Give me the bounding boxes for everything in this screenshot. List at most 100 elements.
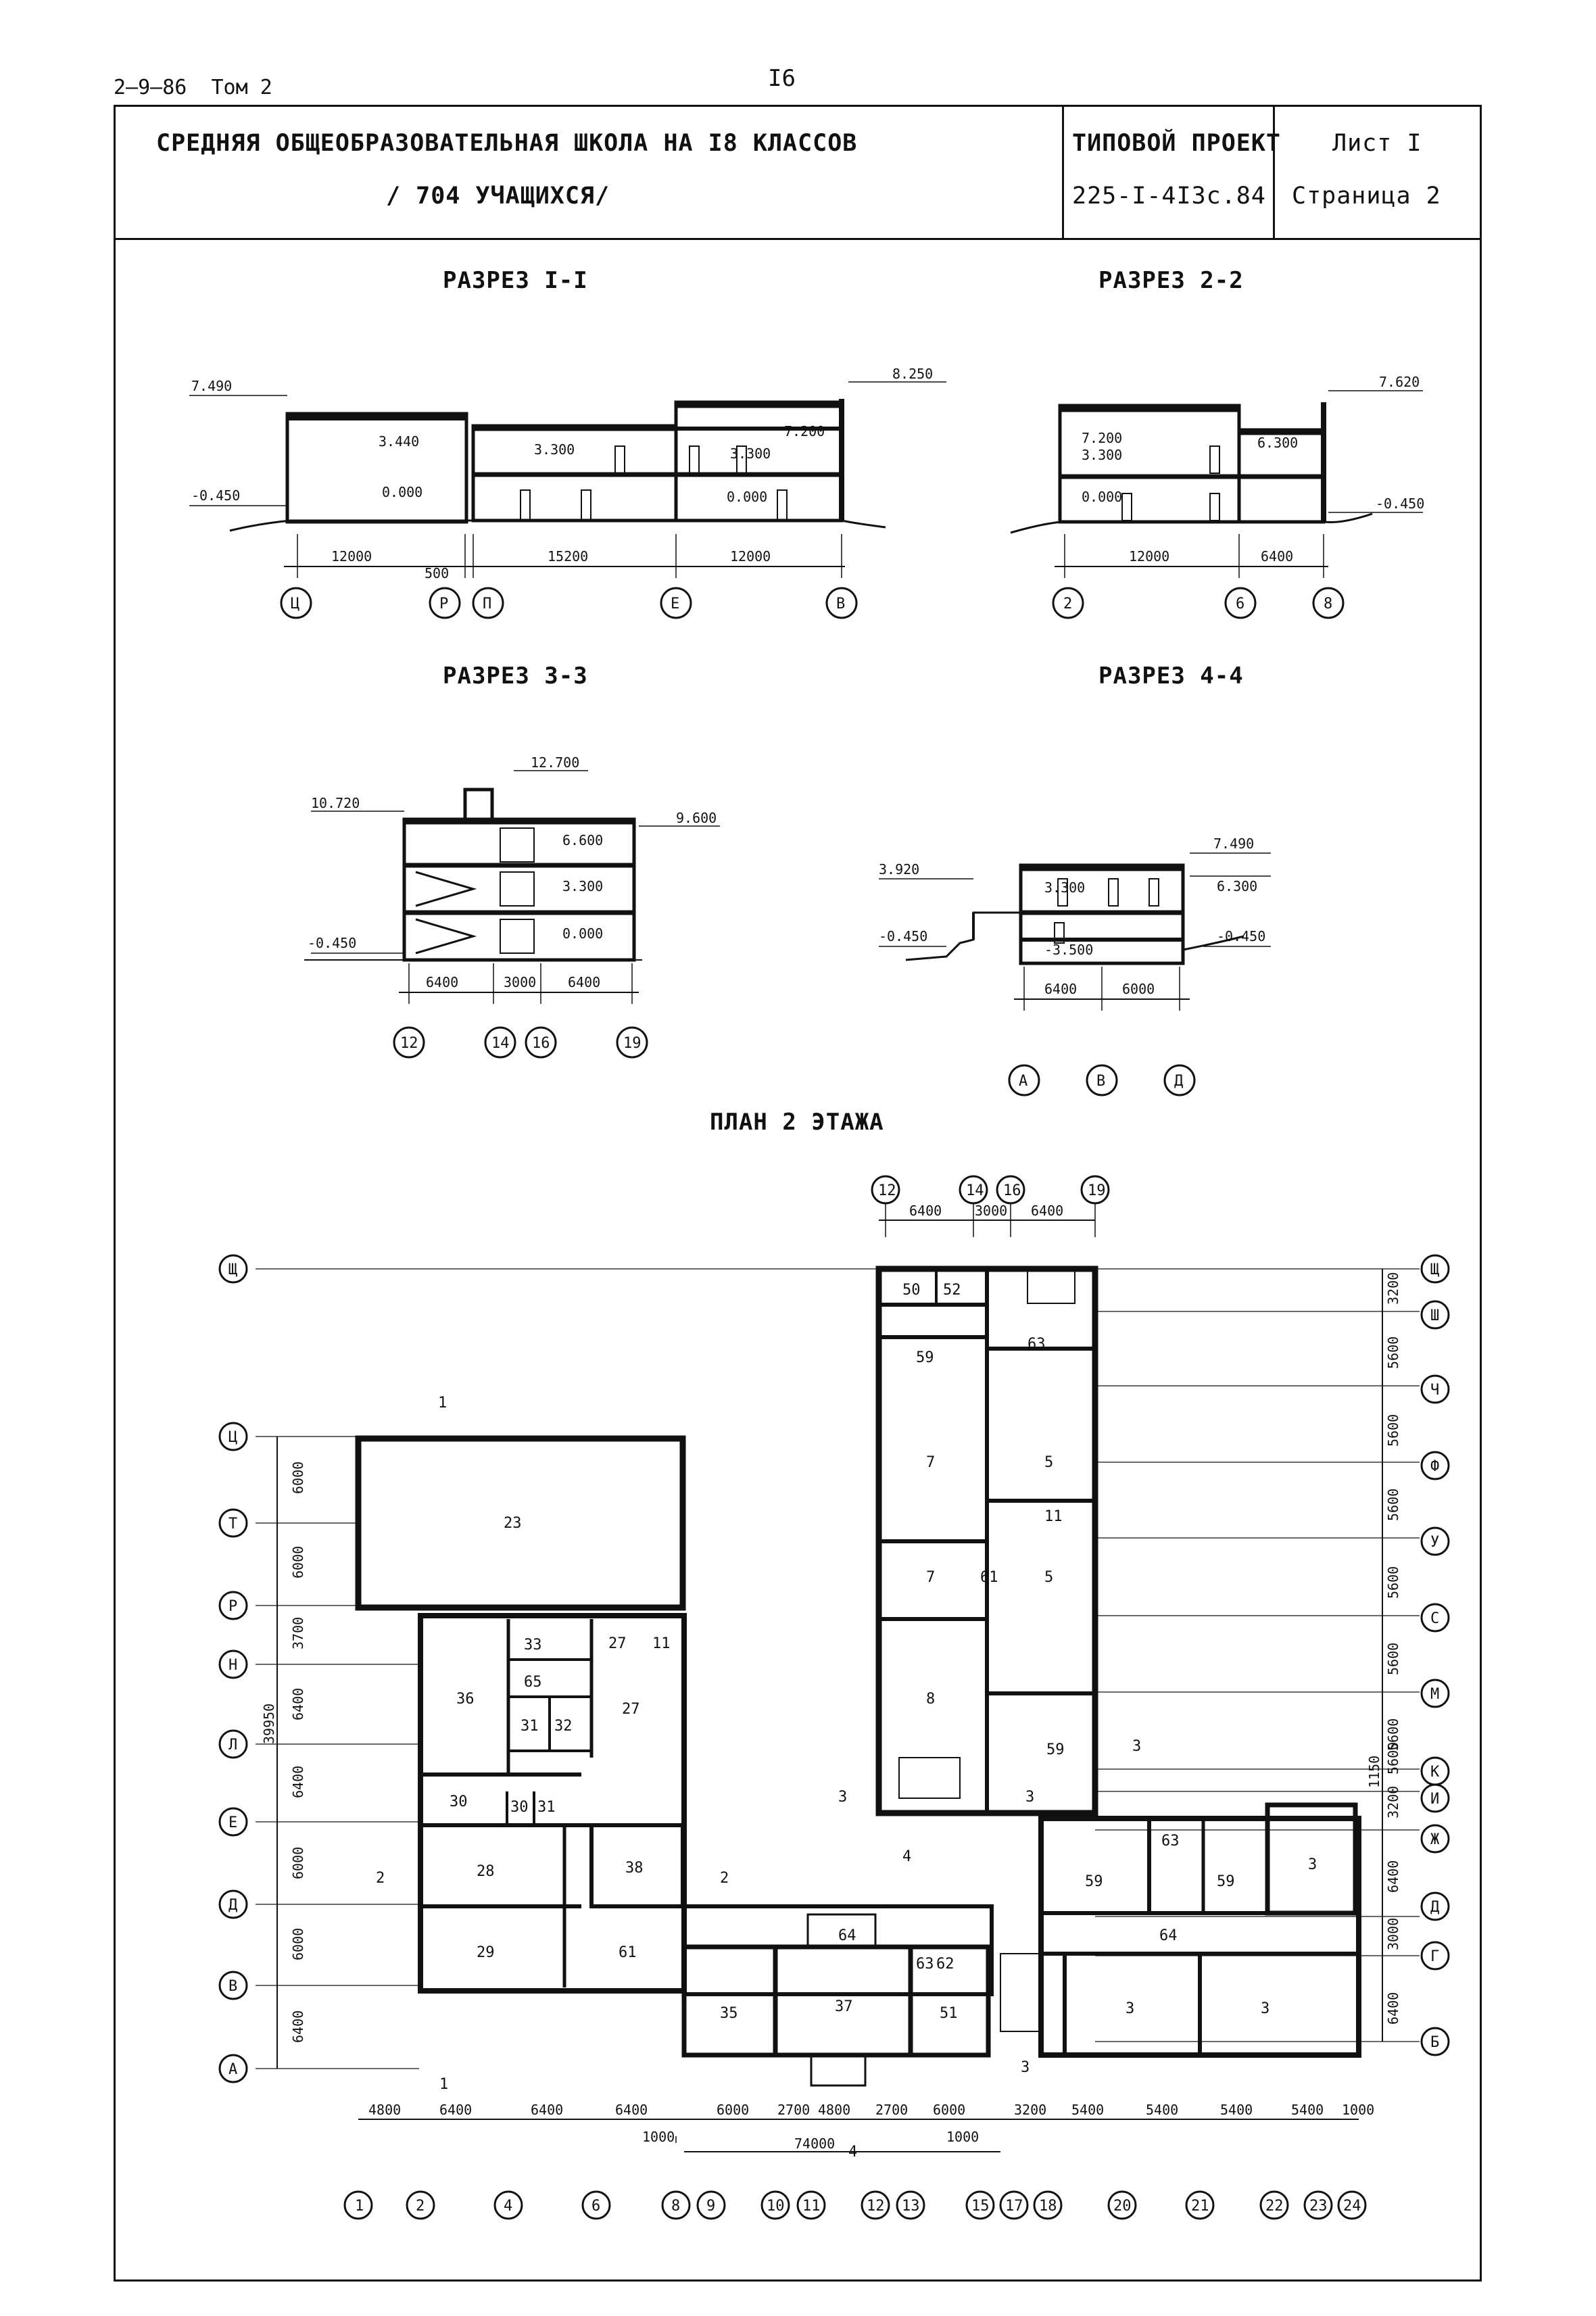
dimension-label: 5600 [1385, 1643, 1401, 1675]
level-label: -0.450 [1376, 496, 1424, 512]
dimension-label: 5600 [1385, 1489, 1401, 1521]
axis-label: А [228, 2061, 237, 2078]
axis-label: 15 [971, 2198, 990, 2215]
dimension-label: 6400 [290, 1766, 306, 1798]
dimension-label: 12000 [331, 548, 372, 564]
dimension-label: 6000 [933, 2102, 965, 2118]
dimension-label: 6400 [615, 2102, 648, 2118]
dimension-label: 6400 [1044, 981, 1077, 997]
axis-label: П [483, 596, 491, 612]
room-number: 64 [1159, 1927, 1178, 1944]
room-number: 63 [916, 1956, 934, 1973]
axis-label: 9 [706, 2198, 715, 2215]
dimension-label: 5600 [1385, 1414, 1401, 1447]
dimension-label: 6400 [531, 2102, 563, 2118]
axis-label: 4 [504, 2198, 512, 2215]
level-label: 6.300 [1217, 878, 1257, 894]
room-number: 62 [936, 1956, 954, 1973]
room-number: 31 [537, 1799, 556, 1816]
cut-marker: 4 [848, 2144, 857, 2161]
title-block: СРЕДНЯЯ ОБЩЕОБРАЗОВАТЕЛЬНАЯ ШКОЛА НА I8 … [114, 105, 1482, 240]
room-number: 28 [477, 1863, 495, 1880]
room-number: 27 [608, 1635, 627, 1652]
dimension-label: 6400 [1385, 1860, 1401, 1893]
room-number: 23 [504, 1515, 522, 1532]
room-number: 51 [940, 2005, 958, 2022]
axis-label: Ж [1430, 1831, 1440, 1848]
axis-label: Д [1174, 1073, 1183, 1090]
axis-label: Е [671, 596, 679, 612]
section-2-title: РАЗРЕЗ 2-2 [1098, 267, 1244, 294]
axis-label: 21 [1191, 2198, 1209, 2215]
dimension-label: 12000 [1129, 548, 1169, 564]
level-label: 10.720 [311, 795, 360, 811]
level-label: 7.200 [1082, 430, 1122, 446]
dimension-label: 6400 [439, 2102, 472, 2118]
level-label: 7.490 [1213, 836, 1254, 852]
axis-label: 8 [1324, 596, 1332, 612]
dimension-total-label: 74000 [794, 2136, 835, 2152]
axis-label: М [1430, 1686, 1439, 1703]
axis-label: 2 [416, 2198, 425, 2215]
axis-label: Р [439, 596, 448, 612]
dimension-label: 6400 [426, 974, 458, 990]
dimension-label: 6000 [290, 1847, 306, 1879]
section-4-title: РАЗРЕЗ 4-4 [1098, 662, 1244, 690]
section-4-drawing [879, 852, 1271, 1096]
dimension-label: 5600 [1385, 1566, 1401, 1599]
dimension-label: 6000 [290, 1928, 306, 1960]
room-number: 38 [625, 1860, 644, 1877]
axis-label: Д [1430, 1899, 1439, 1916]
axis-label: 8 [671, 2198, 680, 2215]
dimension-label: 5600 [1385, 1742, 1401, 1775]
axis-label: Ц [228, 1429, 237, 1446]
level-label: 0.000 [1082, 489, 1122, 505]
room-number: 3 [1308, 1856, 1317, 1873]
room-number: 5 [1044, 1454, 1053, 1471]
axis-label: 2 [1063, 596, 1072, 612]
dimension-label: 2700 [777, 2102, 810, 2118]
level-label: 3.440 [379, 433, 419, 450]
level-label: -3.500 [1044, 942, 1093, 958]
dimension-label: 3000 [504, 974, 536, 990]
dimension-label: 1000 [1342, 2102, 1374, 2118]
axis-label: 11 [802, 2198, 821, 2215]
cut-marker: 4 [902, 1848, 911, 1865]
section-3-title: РАЗРЕЗ 3-3 [443, 662, 588, 690]
level-label: 12.700 [531, 754, 579, 771]
dimension-label: 5400 [1146, 2102, 1178, 2118]
dimension-label: 1000 [946, 2129, 979, 2145]
dimension-label: 4800 [818, 2102, 850, 2118]
section-1-drawing [189, 381, 946, 619]
axis-label: 6 [1236, 596, 1244, 612]
level-label: 8.250 [892, 366, 933, 382]
axis-label: 14 [966, 1182, 984, 1199]
axis-label: Ч [1430, 1382, 1439, 1399]
axis-label: В [228, 1978, 237, 1995]
level-label: 6.600 [562, 832, 603, 848]
room-number: 52 [943, 1282, 961, 1299]
room-number: 36 [456, 1691, 475, 1708]
level-label: -0.450 [191, 487, 240, 504]
level-label: -0.450 [308, 935, 356, 951]
axis-label: 22 [1265, 2198, 1284, 2215]
section-1-title: РАЗРЕЗ I-I [443, 267, 588, 294]
project-code: 225-I-4I3с.84 [1072, 183, 1266, 210]
axis-label: 16 [532, 1035, 550, 1052]
room-number: 7 [926, 1454, 935, 1471]
axis-label: Щ [1430, 1261, 1439, 1278]
axis-label: Д [228, 1897, 237, 1914]
room-number: 5 [1044, 1569, 1053, 1586]
axis-label: В [1096, 1073, 1105, 1090]
axis-label: Е [228, 1814, 237, 1831]
axis-label: 12 [867, 2198, 885, 2215]
dimension-total-label: 39950 [261, 1704, 277, 1744]
axis-label: 1 [355, 2198, 364, 2215]
axis-label: У [1430, 1534, 1439, 1551]
room-number: 37 [835, 1998, 853, 2015]
dimension-label: 15200 [548, 548, 588, 564]
room-number: 61 [980, 1569, 998, 1586]
title-line-1: СРЕДНЯЯ ОБЩЕОБРАЗОВАТЕЛЬНАЯ ШКОЛА НА I8 … [156, 130, 858, 157]
axis-label: 19 [1088, 1182, 1106, 1199]
